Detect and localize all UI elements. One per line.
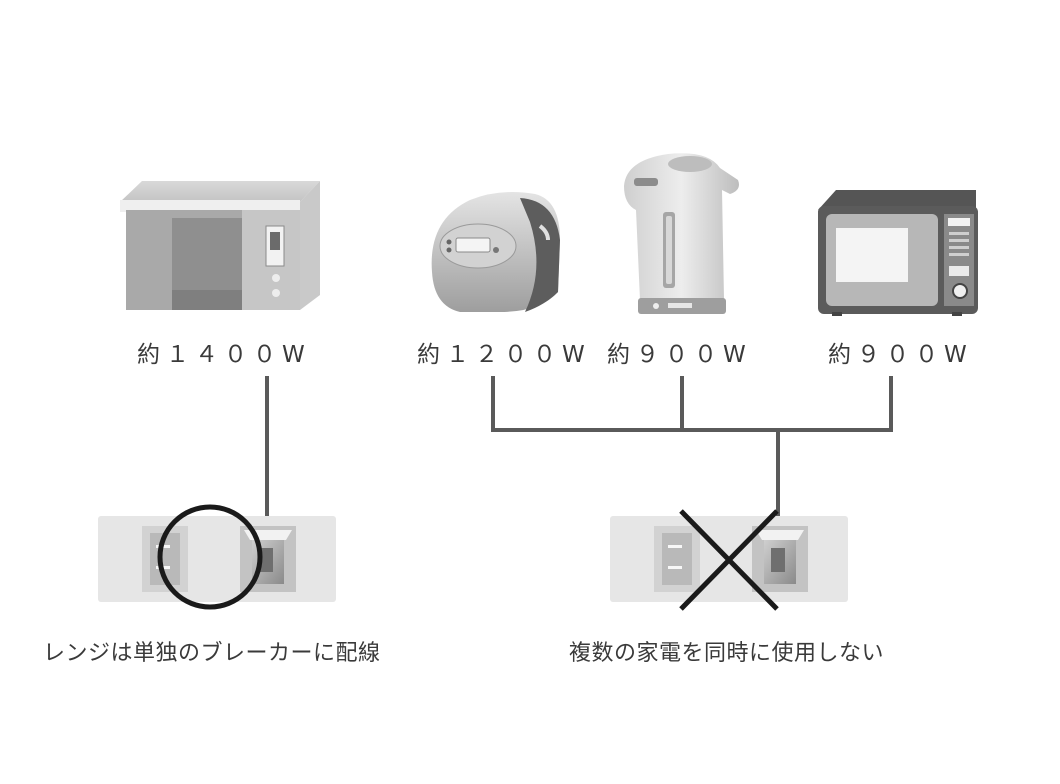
x-ng-mark (679, 509, 779, 611)
oven-wattage-label: 約１４００W (137, 342, 311, 368)
outlet-left (98, 516, 336, 602)
pot-wattage-label: 約９００W (607, 342, 752, 368)
microwave-illustration (818, 190, 978, 316)
left-caption: レンジは単独のブレーカーに配線 (43, 641, 381, 666)
electric-pot-illustration (624, 153, 739, 314)
rice-cooker-illustration (431, 192, 560, 312)
right-caption: 複数の家電を同時に使用しない (569, 641, 885, 666)
oven-illustration (120, 181, 320, 310)
microwave-wattage-label: 約９００W (828, 342, 973, 368)
circle-ok-mark (157, 504, 263, 610)
rice-cooker-wattage-label: 約１２００W (417, 342, 591, 368)
